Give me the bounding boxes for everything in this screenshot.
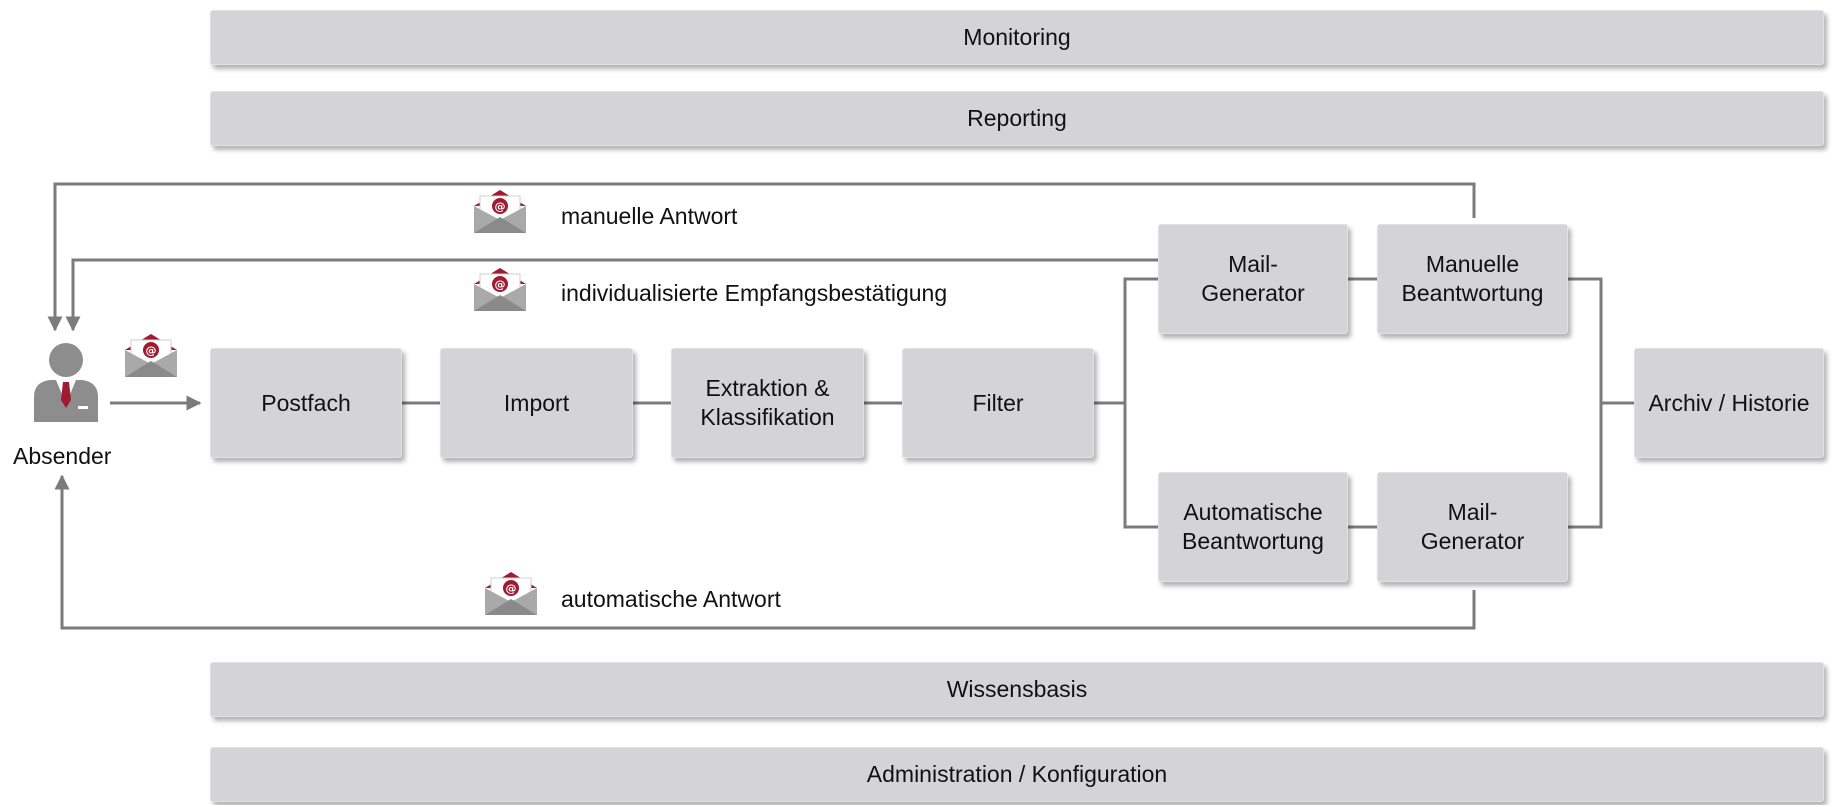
svg-text:@: @	[495, 200, 506, 213]
filter-box: Filter	[902, 348, 1094, 458]
mail-generator-top-label: Mail-Generator	[1201, 251, 1305, 306]
monitoring-bar: Monitoring	[210, 10, 1824, 65]
wissensbasis-bar: Wissensbasis	[210, 662, 1824, 717]
manuelle-beantwortung-box: Manuelle Beantwortung	[1377, 224, 1568, 334]
svg-text:@: @	[495, 278, 506, 291]
svg-text:@: @	[506, 582, 517, 595]
manual-reply-line	[47, 182, 1476, 332]
wissensbasis-label: Wissensbasis	[946, 676, 1088, 702]
auto-reply-label: automatische Antwort	[561, 586, 781, 612]
confirmation-label: individualisierte Empfangsbestätigung	[561, 280, 948, 306]
monitoring-label: Monitoring	[963, 24, 1071, 50]
confirmation-line	[65, 258, 1158, 332]
envelope-at-icon: @	[485, 572, 537, 615]
mail-generator-bottom-box: Mail-Generator	[1377, 472, 1568, 582]
extraktion-label: Extraktion & Klassifikation	[700, 375, 835, 430]
mail-generator-bottom-label: Mail-Generator	[1420, 499, 1525, 554]
envelope-at-icon: @	[125, 334, 177, 377]
automatische-beantwortung-label: Automatische Beantwortung	[1182, 499, 1324, 554]
envelope-at-icon: @	[474, 190, 526, 233]
archiv-label: Archiv / Historie	[1648, 389, 1810, 416]
automatische-beantwortung-box: Automatische Beantwortung	[1158, 472, 1348, 582]
manual-reply-label: manuelle Antwort	[561, 203, 738, 229]
envelope-at-icon: @	[474, 268, 526, 311]
filter-label: Filter	[972, 389, 1024, 416]
person-icon	[34, 343, 98, 422]
postfach-box: Postfach	[210, 348, 402, 458]
archiv-box: Archiv / Historie	[1634, 348, 1824, 458]
administration-bar: Administration / Konfiguration	[210, 747, 1824, 802]
auto-reply-line	[54, 474, 1476, 630]
administration-label: Administration / Konfiguration	[866, 761, 1168, 787]
postfach-label: Postfach	[261, 389, 351, 416]
manuelle-beantwortung-label: Manuelle Beantwortung	[1401, 251, 1544, 306]
mail-generator-top-box: Mail-Generator	[1158, 224, 1348, 334]
sender-label: Absender	[13, 443, 112, 469]
extraktion-box: Extraktion & Klassifikation	[671, 348, 864, 458]
reporting-label: Reporting	[967, 105, 1067, 131]
import-label: Import	[503, 389, 570, 416]
import-box: Import	[440, 348, 633, 458]
svg-text:@: @	[146, 344, 157, 357]
reporting-bar: Reporting	[210, 91, 1824, 146]
